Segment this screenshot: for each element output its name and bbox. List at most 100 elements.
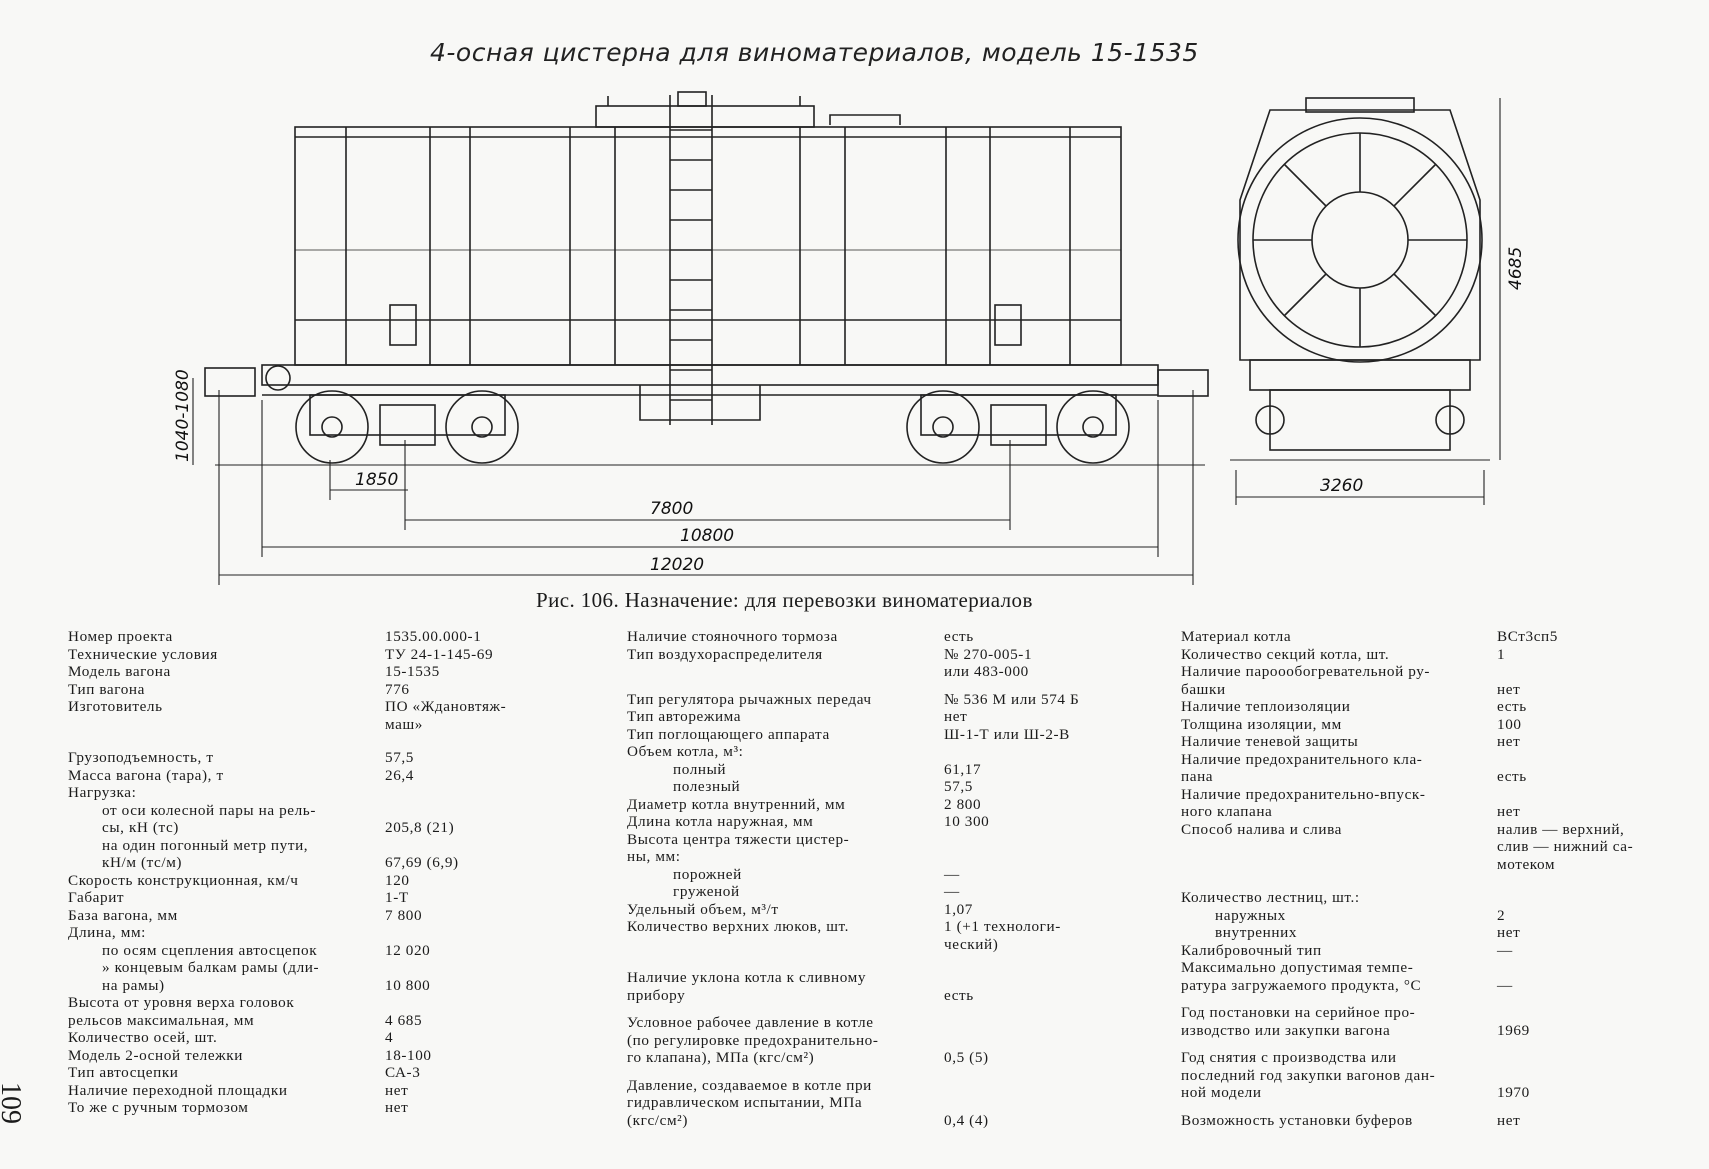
spec-label: на один погонный метр пути, <box>102 836 309 854</box>
spec-value: 0,5 (5) <box>944 1049 989 1066</box>
spec-value <box>385 802 550 820</box>
spec-label: Высота центра тяжести цистер- <box>627 830 850 848</box>
spec-value <box>1497 1049 1687 1067</box>
spec-row: Количество лестниц, шт.: <box>1181 889 1701 907</box>
spec-label: Модель 2-осной тележки <box>68 1046 243 1064</box>
spec-label: » концевым балкам рамы (дли- <box>102 959 320 976</box>
dim-4685: 4685 <box>1506 247 1526 290</box>
spec-value: 2 <box>1497 906 1506 924</box>
spec-value: 1970 <box>1497 1084 1530 1101</box>
spec-value: есть <box>1497 768 1527 785</box>
spec-value: нет <box>1497 733 1521 750</box>
spec-label: ной модели <box>1181 1084 1262 1101</box>
spec-label: Наличие теплоизоляции <box>1181 698 1351 715</box>
spec-row: мотеком <box>1181 856 1701 874</box>
spec-label: (по регулировке предохранительно- <box>627 1031 879 1049</box>
spec-label: башки <box>1181 680 1226 698</box>
spec-row: Наличие предохранительного кла- <box>1181 751 1701 769</box>
spec-label: Максимально допустимая темпе- <box>1181 959 1414 976</box>
spec-label: Скорость конструкционная, км/ч <box>68 871 299 889</box>
spec-label: Наличие переходной площадки <box>68 1081 288 1099</box>
spec-label: Калибровочный тип <box>1181 941 1322 959</box>
dome-and-ladder <box>595 91 901 425</box>
spec-value: 0,4 (4) <box>944 1111 989 1129</box>
spec-label: Модель вагона <box>68 663 171 680</box>
spec-row: Условное рабочее давление в котле <box>627 1014 1147 1032</box>
spec-label: Номер проекта <box>68 628 173 645</box>
spec-label: го клапана), МПа (кгс/см²) <box>627 1049 815 1066</box>
dim-12020: 12020 <box>650 555 704 575</box>
spec-label: прибору <box>627 986 686 1004</box>
spec-label: ны, мм: <box>627 848 681 865</box>
spec-value <box>944 743 1144 761</box>
spec-value: есть <box>1497 698 1527 715</box>
spec-value: 61,17 <box>944 760 982 778</box>
spec-value <box>1497 959 1687 977</box>
spec-row: Калибровочный тип— <box>1181 942 1701 960</box>
spec-row: Высота центра тяжести цистер- <box>627 831 1147 849</box>
spec-label: изводство или закупки вагона <box>1181 1021 1391 1039</box>
spec-value <box>1497 1067 1687 1085</box>
spec-row: груженой— <box>627 883 1147 901</box>
spec-label: Объем котла, м³: <box>627 743 744 760</box>
spec-label: Изготовитель <box>68 698 163 715</box>
spec-value <box>944 969 1144 987</box>
spec-label: рельсов максимальная, мм <box>68 1011 255 1029</box>
spec-row: на рамы)10 800 <box>68 977 548 995</box>
spec-value: — <box>944 865 960 883</box>
spec-value <box>1497 786 1687 804</box>
spec-row: от оси колесной пары на рель- <box>68 802 548 820</box>
spec-label: ратура загружаемого продукта, °С <box>1181 976 1422 994</box>
spec-row: сы, кН (тс)205,8 (21) <box>68 819 548 837</box>
spec-value: — <box>1497 976 1513 994</box>
spec-row: (кгс/см²)0,4 (4) <box>627 1112 1147 1130</box>
spec-label: Грузоподъемность, т <box>68 749 214 766</box>
spec-row: на один погонный метр пути, <box>68 837 548 855</box>
spec-label: Материал котла <box>1181 628 1292 645</box>
spec-label: Способ налива и слива <box>1181 820 1342 838</box>
spec-label: Условное рабочее давление в котле <box>627 1014 874 1031</box>
spec-value: ТУ 24-1-145-69 <box>385 645 494 663</box>
end-view <box>1230 97 1490 461</box>
spec-value <box>385 924 550 942</box>
spec-label: Наличие уклона котла к сливному <box>627 969 867 986</box>
spec-value: 100 <box>1497 715 1522 733</box>
spec-row: порожней— <box>627 866 1147 884</box>
spec-row: Количество секций котла, шт.1 <box>1181 646 1701 664</box>
spec-label: последний год закупки вагонов дан- <box>1181 1066 1436 1084</box>
spec-value: ВСт3сп5 <box>1497 628 1558 645</box>
spec-value <box>1497 663 1687 681</box>
spec-row: Наличие предохранительно-впуск- <box>1181 786 1701 804</box>
spec-label: сы, кН (тс) <box>102 819 179 836</box>
spec-label: Длина, мм: <box>68 924 146 941</box>
spec-label: Тип регулятора рычажных передач <box>627 690 872 708</box>
spec-value: 2 800 <box>944 795 982 813</box>
spec-value: 120 <box>385 871 410 889</box>
spec-row: Год снятия с производства или <box>1181 1049 1701 1067</box>
spec-value: 4 685 <box>385 1011 423 1029</box>
spec-value: 4 <box>385 1029 394 1046</box>
spec-value: 10 800 <box>385 976 431 994</box>
spec-value: 1,07 <box>944 900 973 918</box>
spec-value: нет <box>944 708 968 725</box>
spec-value <box>385 837 550 855</box>
spec-label: Давление, создаваемое в котле при <box>627 1076 872 1094</box>
spec-label: кН/м (тс/м) <box>102 854 183 871</box>
